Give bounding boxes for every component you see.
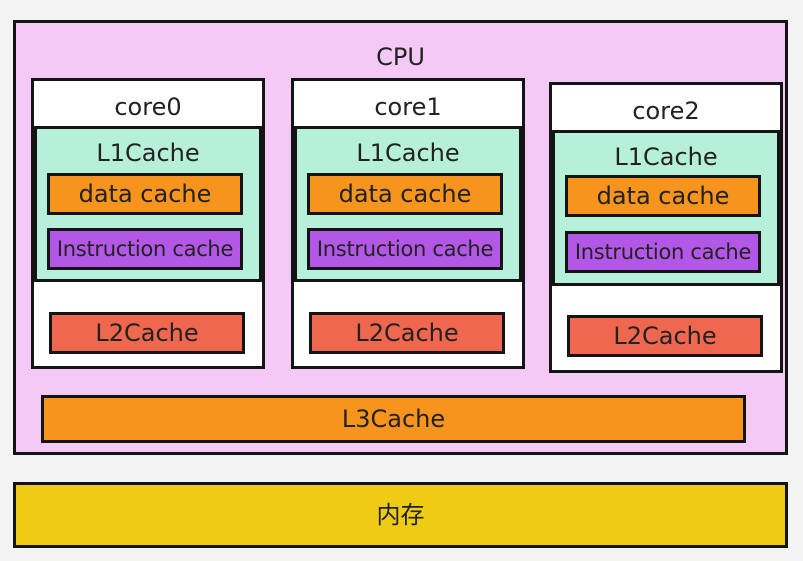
core0-instruction-cache: Instruction cache [47,228,243,270]
core0-data-cache: data cache [47,173,243,215]
core1-l1-label: L1Cache [356,139,460,167]
cpu-label: CPU [376,43,425,71]
core0-label: core0 [114,93,182,121]
core1-instruction-cache: Instruction cache [307,228,503,270]
core0-l2-cache: L2Cache [49,312,245,354]
core2-instruction-cache: Instruction cache [565,231,761,273]
core1-l2-cache: L2Cache [309,312,505,354]
core2-label: core2 [632,97,700,125]
core2-l1-label: L1Cache [614,143,718,171]
memory-block: 内存 [13,482,788,548]
core1-data-cache: data cache [307,173,503,215]
core2-l2-cache: L2Cache [567,315,763,357]
l3-cache: L3Cache [41,395,746,443]
core1-label: core1 [374,93,442,121]
core0-l1-label: L1Cache [96,139,200,167]
core2-data-cache: data cache [565,175,761,217]
